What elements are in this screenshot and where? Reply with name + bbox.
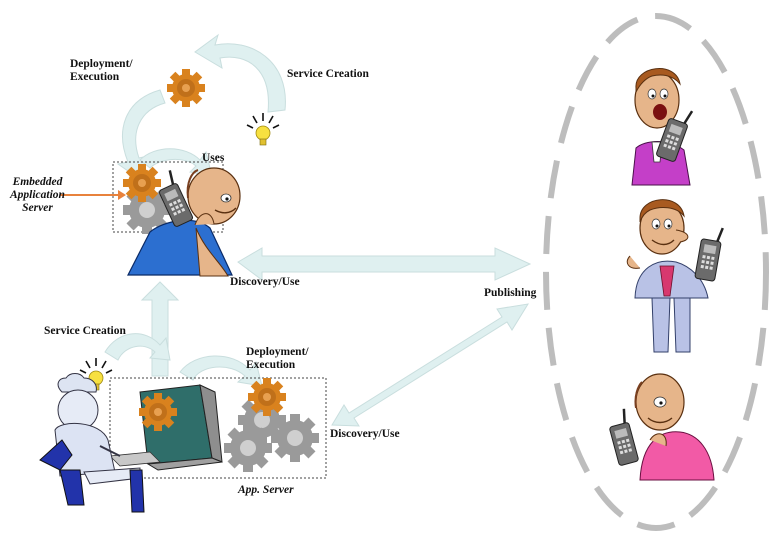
discovery-arrow-bottom bbox=[331, 303, 529, 427]
deployment-label-bottom: Deployment/ Execution bbox=[246, 346, 309, 371]
lightbulb-icon bbox=[246, 112, 280, 146]
user-3-person-with-phone-icon bbox=[604, 373, 715, 481]
app-server-label: App. Server bbox=[238, 484, 294, 496]
discovery-arrow-top bbox=[237, 247, 532, 281]
discovery-use-label-top: Discovery/Use bbox=[230, 276, 300, 288]
top-user-person-with-phone-icon bbox=[127, 167, 241, 277]
service-creation-label-bottom: Service Creation bbox=[44, 325, 126, 337]
uses-label: Uses bbox=[202, 152, 225, 164]
user-community-ellipse bbox=[543, 13, 769, 531]
computer-icon bbox=[109, 384, 223, 471]
discovery-use-label-bottom: Discovery/Use bbox=[330, 428, 400, 440]
user-1-person-with-phone-icon bbox=[631, 68, 695, 186]
upload-arrow bbox=[140, 281, 180, 377]
embedded-server-label: Embedded Application Server bbox=[10, 176, 65, 214]
gear-icon bbox=[167, 69, 205, 107]
app-server-gears bbox=[224, 378, 319, 472]
publishing-label: Publishing bbox=[484, 287, 537, 299]
user-2-person-with-phone-icon bbox=[626, 199, 726, 353]
app-server-box bbox=[109, 377, 327, 479]
top-cycle-arrows bbox=[116, 33, 286, 179]
service-creation-label-top: Service Creation bbox=[287, 68, 369, 80]
deployment-label-top: Deployment/ Execution bbox=[70, 58, 133, 83]
developer-person-icon bbox=[39, 373, 145, 513]
